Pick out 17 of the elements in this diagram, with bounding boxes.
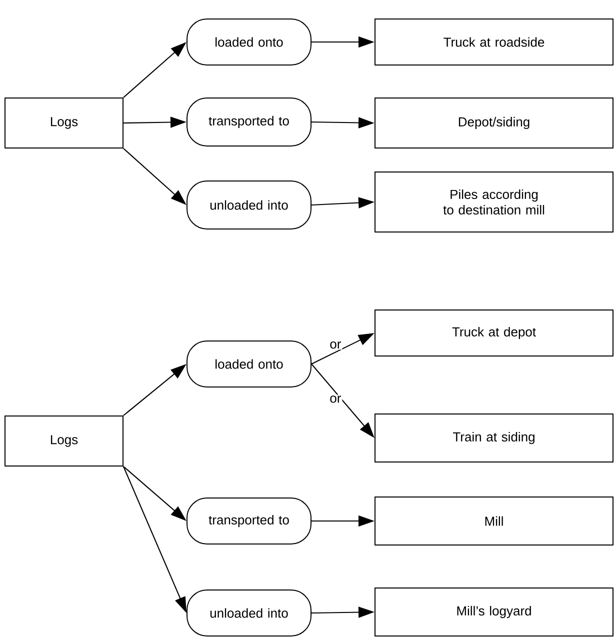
process-box: Piles according to destination mill [374,172,614,232]
edge-label: or [328,340,342,350]
process-box: Train at siding [374,414,614,462]
action-pill: unloaded into [186,180,312,230]
process-box: Depot/siding [374,98,614,148]
process-box: Mill’s logyard [374,588,614,636]
process-box: Mill [374,496,614,546]
process-box: Logs [4,416,124,466]
action-pill: loaded onto [186,18,312,66]
edge-label: or [328,394,342,404]
action-pill: unloaded into [186,590,312,636]
action-pill: loaded onto [186,340,312,388]
process-box: Truck at depot [374,310,614,356]
action-pill: transported to [186,98,312,146]
action-pill: transported to [186,498,312,544]
process-box: Truck at roadside [374,18,614,66]
process-box: Logs [4,98,124,148]
